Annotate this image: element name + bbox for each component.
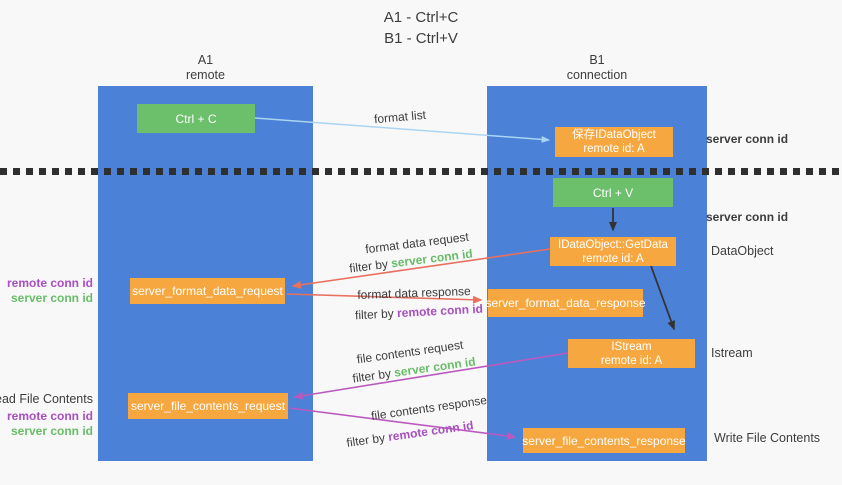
write-file-contents-label: Write File Contents bbox=[714, 431, 821, 445]
read-file-contents-group: Read File Contents remote conn id server… bbox=[0, 392, 93, 439]
server-conn-id-right-top-label: server conn id bbox=[706, 132, 789, 146]
column-b-name: B1 bbox=[589, 53, 605, 67]
column-a-header: A1 remote bbox=[98, 53, 313, 83]
getdata-line1: IDataObject::GetData bbox=[558, 238, 668, 251]
ctrl-v-label: Ctrl + V bbox=[592, 185, 634, 200]
getdata-line2: remote id: A bbox=[582, 252, 644, 265]
column-a-name: A1 bbox=[197, 53, 214, 67]
ctrl-c-node: Ctrl + C bbox=[137, 104, 255, 133]
server-file-contents-request-label: server_file_contents_request bbox=[130, 399, 286, 413]
istream-line2: remote id: A bbox=[600, 354, 663, 367]
istream-side-label: Istream bbox=[711, 346, 753, 360]
save-dataobject-line1: 保存IDataObject bbox=[572, 129, 656, 141]
column-b-header: B1 connection bbox=[487, 53, 707, 83]
remote-conn-id-left-label: remote conn id bbox=[6, 276, 93, 290]
server-format-data-request-node: server_format_data_request bbox=[130, 278, 285, 304]
save-dataobject-node: 保存IDataObject remote id: A bbox=[555, 127, 673, 157]
filter-by-text: filter by bbox=[354, 306, 398, 323]
getdata-node: IDataObject::GetData remote id: A bbox=[550, 237, 676, 266]
server-conn-id-left-label: server conn id bbox=[10, 424, 93, 438]
server-format-data-response-node: server_format_data_response bbox=[485, 289, 646, 317]
format-data-response-label: format data response bbox=[357, 284, 471, 302]
filter-by-text: filter by bbox=[351, 365, 396, 386]
istream-node: IStream remote id: A bbox=[568, 339, 695, 368]
ctrl-c-label: Ctrl + C bbox=[175, 111, 217, 126]
format-data-response-filter-label: filter by remote conn id bbox=[355, 302, 484, 323]
server-file-contents-response-label: server_file_contents_response bbox=[522, 433, 686, 448]
file-contents-response-filter-label: filter by remote conn id bbox=[346, 418, 475, 450]
format-list-label: format list bbox=[373, 107, 427, 127]
title-line-ctrl-v: B1 - Ctrl+V bbox=[384, 30, 458, 47]
title-line-ctrl-c: A1 - Ctrl+C bbox=[383, 9, 459, 26]
diagram-title: A1 - Ctrl+C B1 - Ctrl+V bbox=[0, 7, 842, 49]
filter-by-text: filter by bbox=[348, 256, 392, 276]
server-conn-id-right-mid-label: server conn id bbox=[706, 210, 789, 224]
server-conn-id-left-label: server conn id bbox=[10, 291, 93, 305]
server-format-data-request-label: server_format_data_request bbox=[132, 284, 283, 298]
istream-line1: IStream bbox=[611, 340, 652, 353]
dataobject-label: DataObject bbox=[711, 244, 774, 258]
format-request-conn-id-group: remote conn id server conn id bbox=[7, 276, 93, 306]
server-format-data-response-label: server_format_data_response bbox=[485, 296, 646, 310]
filter-by-text: filter by bbox=[345, 430, 390, 450]
column-a-role: remote bbox=[186, 68, 225, 82]
ctrl-v-node: Ctrl + V bbox=[553, 178, 673, 207]
remote-conn-id-left-label: remote conn id bbox=[6, 409, 93, 423]
remote-conn-id-text: remote conn id bbox=[396, 301, 484, 321]
server-file-contents-response-node: server_file_contents_response bbox=[522, 428, 686, 453]
column-b-role: connection bbox=[566, 68, 628, 82]
remote-conn-id-text: remote conn id bbox=[387, 418, 475, 444]
save-dataobject-line2: remote id: A bbox=[583, 143, 645, 155]
dotted-separator-line bbox=[0, 168, 842, 175]
read-file-contents-label: Read File Contents bbox=[0, 392, 93, 406]
server-file-contents-request-node: server_file_contents_request bbox=[128, 393, 288, 419]
